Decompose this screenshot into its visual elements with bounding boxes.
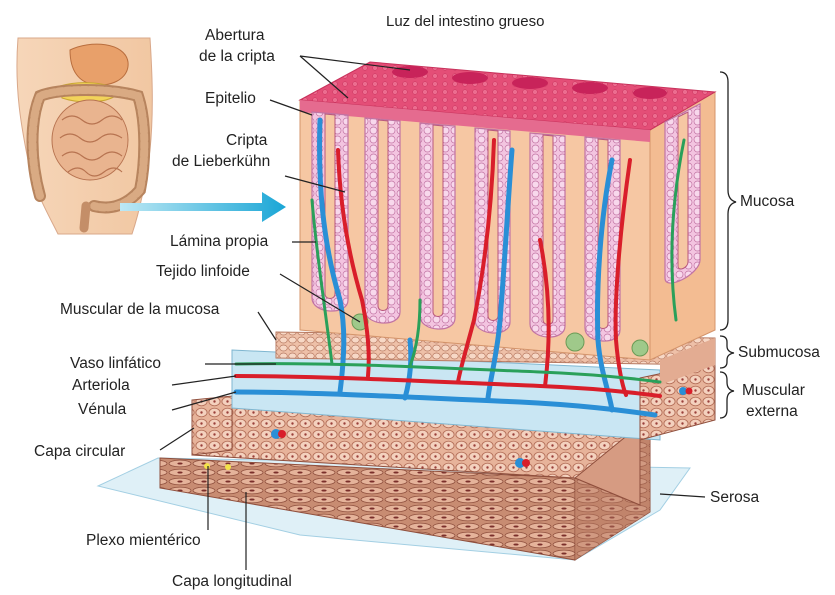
- layer-braces: [720, 72, 736, 418]
- label-circular-layer: Capa circular: [34, 442, 125, 461]
- label-myenteric-plexus: Plexo mientérico: [86, 531, 201, 550]
- label-crypt-opening-line2: de la cripta: [199, 47, 275, 66]
- label-muscularis-externa-line1: Muscular: [742, 381, 805, 400]
- label-submucosa: Submucosa: [738, 343, 820, 362]
- label-longitudinal-layer: Capa longitudinal: [172, 572, 292, 591]
- label-venule: Vénula: [78, 400, 126, 419]
- label-mucosa: Mucosa: [740, 192, 794, 211]
- label-arteriole: Arteriola: [72, 376, 130, 395]
- label-crypt-line1: Cripta: [226, 131, 267, 150]
- label-lamina-propria: Lámina propia: [170, 232, 268, 251]
- label-muscularis-mucosae: Muscular de la mucosa: [60, 300, 219, 319]
- label-crypt-opening-line1: Abertura: [205, 26, 264, 45]
- label-crypt-line2: de Lieberkühn: [172, 152, 270, 171]
- label-epithelium: Epitelio: [205, 89, 256, 108]
- lumen-title: Luz del intestino grueso: [386, 12, 544, 31]
- label-serosa: Serosa: [710, 488, 759, 507]
- label-lymphoid-tissue: Tejido linfoide: [156, 262, 250, 281]
- label-lymphatic-vessel: Vaso linfático: [70, 354, 161, 373]
- label-muscularis-externa-line2: externa: [746, 402, 798, 421]
